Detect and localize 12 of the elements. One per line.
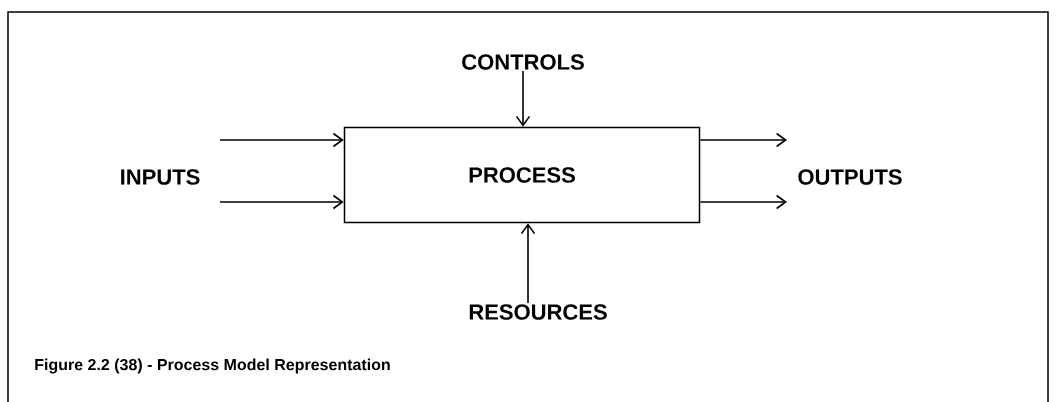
arrow — [219, 194, 344, 210]
text-label: INPUTS — [121, 169, 200, 185]
arrow — [219, 132, 344, 148]
node-label: RESOURCES — [469, 304, 607, 320]
arrow — [520, 223, 536, 304]
process-box: PROCESS — [343, 126, 701, 224]
arrow — [699, 132, 787, 148]
arrow — [699, 194, 787, 210]
text-label: OUTPUTS — [798, 169, 902, 185]
caption: Figure 2.2 (38) - Process Model Representation — [35, 358, 390, 374]
node-label: CONTROLS — [462, 54, 584, 70]
arrow — [515, 70, 531, 127]
